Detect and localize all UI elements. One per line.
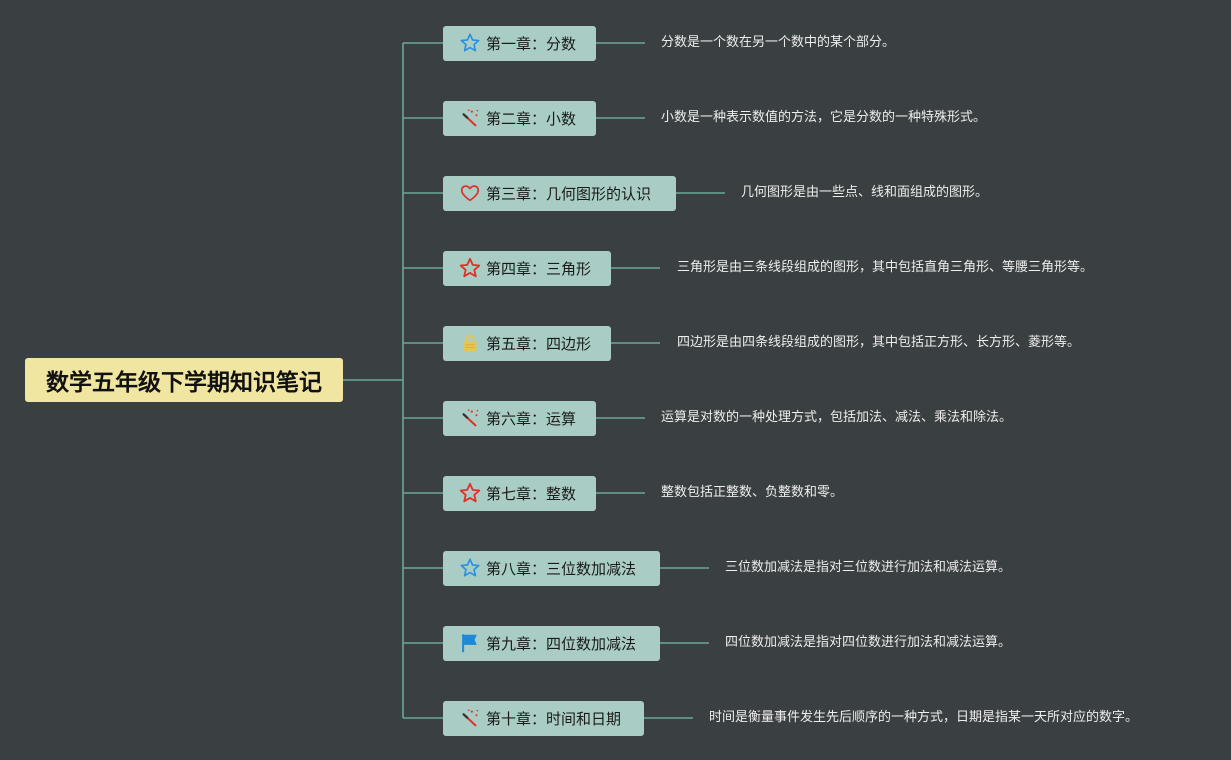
chapter-node[interactable]: 第四章：三角形 bbox=[443, 250, 611, 286]
chapter-title: 第六章：运算 bbox=[486, 409, 577, 428]
chapter-title: 第二章：小数 bbox=[486, 109, 577, 128]
chapter-node[interactable]: 第三章：几何图形的认识 bbox=[443, 175, 676, 211]
chapter-title: 第三章：几何图形的认识 bbox=[486, 184, 652, 203]
root-topic[interactable]: 数学五年级下学期知识笔记 bbox=[25, 358, 343, 402]
chapter-description: 三位数加减法是指对三位数进行加法和减法运算。 bbox=[725, 560, 1012, 575]
lock-icon bbox=[459, 332, 481, 354]
flag-icon bbox=[459, 632, 481, 654]
chapter-description: 运算是对数的一种处理方式，包括加法、减法、乘法和除法。 bbox=[661, 410, 1013, 425]
chapter-description: 整数包括正整数、负整数和零。 bbox=[661, 485, 844, 500]
chapter-node[interactable]: 第五章：四边形 bbox=[443, 325, 611, 361]
chapter-description: 四位数加减法是指对四位数进行加法和减法运算。 bbox=[725, 635, 1012, 650]
chapter-description: 分数是一个数在另一个数中的某个部分。 bbox=[661, 35, 896, 50]
magic-wand-icon bbox=[459, 407, 481, 429]
chapter-node[interactable]: 第一章：分数 bbox=[443, 25, 596, 61]
star-red-icon bbox=[459, 482, 481, 504]
star-blue-icon bbox=[459, 32, 481, 54]
chapter-description: 时间是衡量事件发生先后顺序的一种方式，日期是指某一天所对应的数字。 bbox=[709, 710, 1139, 725]
chapter-node[interactable]: 第二章：小数 bbox=[443, 100, 596, 136]
magic-wand-icon bbox=[459, 707, 481, 729]
chapter-node[interactable]: 第七章：整数 bbox=[443, 475, 596, 511]
chapter-title: 第四章：三角形 bbox=[486, 259, 592, 278]
chapter-node[interactable]: 第八章：三位数加减法 bbox=[443, 550, 660, 586]
chapter-title: 第七章：整数 bbox=[486, 484, 577, 503]
chapter-title: 第九章：四位数加减法 bbox=[486, 634, 637, 653]
chapter-node[interactable]: 第六章：运算 bbox=[443, 400, 596, 436]
chapter-title: 第五章：四边形 bbox=[486, 334, 592, 353]
chapter-description: 三角形是由三条线段组成的图形，其中包括直角三角形、等腰三角形等。 bbox=[677, 260, 1094, 275]
chapter-title: 第一章：分数 bbox=[486, 34, 577, 53]
heart-icon bbox=[459, 182, 481, 204]
chapter-node[interactable]: 第九章：四位数加减法 bbox=[443, 625, 660, 661]
chapter-title: 第八章：三位数加减法 bbox=[486, 559, 637, 578]
magic-wand-icon bbox=[459, 107, 481, 129]
chapter-title: 第十章：时间和日期 bbox=[486, 709, 622, 728]
star-red-icon bbox=[459, 257, 481, 279]
chapter-description: 四边形是由四条线段组成的图形，其中包括正方形、长方形、菱形等。 bbox=[677, 335, 1081, 350]
chapter-description: 几何图形是由一些点、线和面组成的图形。 bbox=[741, 185, 989, 200]
star-blue-icon bbox=[459, 557, 481, 579]
chapter-node[interactable]: 第十章：时间和日期 bbox=[443, 700, 644, 736]
chapter-description: 小数是一种表示数值的方法，它是分数的一种特殊形式。 bbox=[661, 110, 987, 125]
root-title: 数学五年级下学期知识笔记 bbox=[46, 370, 322, 396]
